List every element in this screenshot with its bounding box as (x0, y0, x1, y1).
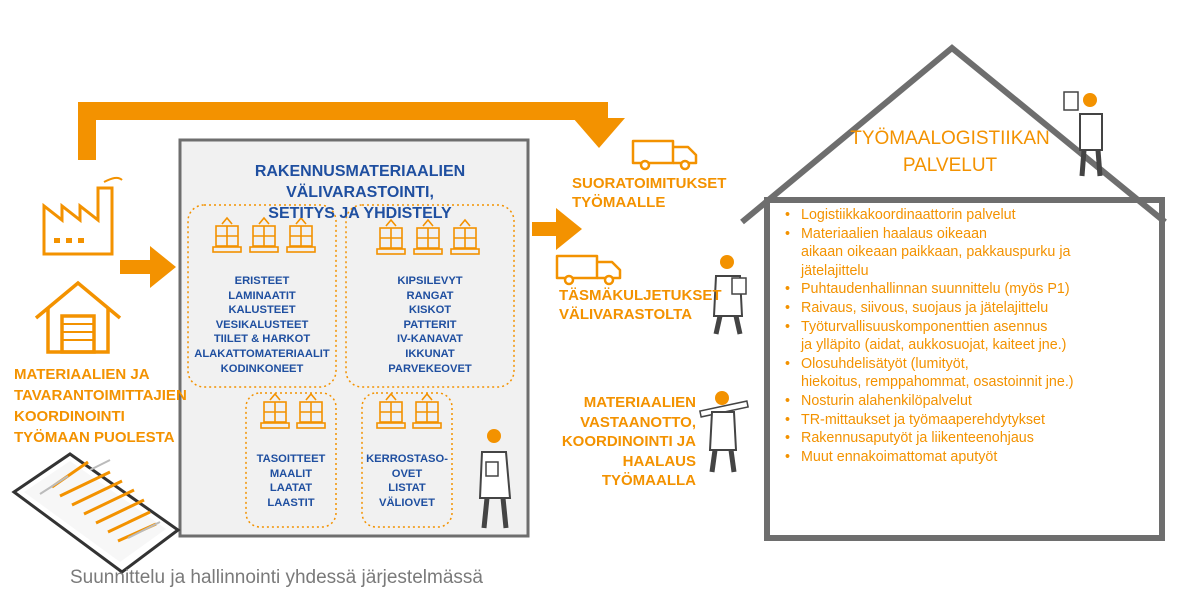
supplier-coordination-label: MATERIAALIEN JA TAVARANTOIMITTAJIEN KOOR… (14, 366, 187, 446)
services-list: Logistiikkakoordinaattorin palvelut Mate… (785, 206, 1155, 466)
service-item: TR-mittaukset ja työmaaperehdytykset (785, 411, 1155, 430)
pallet-icon (413, 218, 443, 255)
storage-title: RAKENNUSMATERIAALIEN VÄLIVARASTOINTI, SE… (254, 163, 466, 222)
pallet-icon (376, 392, 406, 429)
tablet-icon (11, 452, 181, 574)
direct-delivery-arrow (78, 102, 625, 160)
pallet-icon (212, 216, 242, 253)
service-item: Materiaalien haalaus oikeaan aikaan oike… (785, 225, 1155, 281)
group-box-3 (245, 392, 337, 528)
worker-icon (478, 429, 512, 529)
service-item: Puhtaudenhallinnan suunnittelu (myös P1) (785, 280, 1155, 299)
pallet-icon (376, 218, 406, 255)
footer-caption: Suunnittelu ja hallinnointi yhdessä järj… (70, 567, 483, 588)
outbound-arrow (532, 208, 582, 250)
material-group-1: ERISTEET LAMINAATIT KALUSTEET VESIKALUST… (194, 275, 330, 375)
worker-icon (699, 391, 749, 473)
pallet-icon (260, 392, 290, 429)
pallet-icon (450, 218, 480, 255)
pallet-icon (286, 216, 316, 253)
inbound-arrow (120, 246, 176, 288)
service-item: Raivaus, siivous, suojaus ja jätelajitte… (785, 299, 1155, 318)
pallet-icon (212, 216, 480, 429)
material-group-3: TASOITTEET MAALIT LAATAT LAASTIT (256, 453, 326, 509)
reception-label: MATERIAALIEN VASTAANOTTO, KOORDINOINTI J… (561, 394, 696, 489)
worker-icon (1063, 91, 1103, 177)
material-group-4: KERROSTASO- OVET LISTAT VÄLIOVET (366, 453, 448, 509)
worker-icon (712, 255, 747, 335)
house-outline (740, 44, 1167, 541)
pallet-icon (249, 216, 279, 253)
group-box-1 (187, 204, 337, 388)
service-item: Muut ennakoimattomat aputyöt (785, 448, 1155, 467)
group-box-4 (361, 392, 453, 528)
truck-icon (555, 254, 622, 286)
group-box-2 (345, 204, 515, 388)
service-item: Rakennusaputyöt ja liikenteenohjaus (785, 429, 1155, 448)
service-item: Logistiikkakoordinaattorin palvelut (785, 206, 1155, 225)
truck-icon (631, 139, 698, 171)
service-item: Nosturin alahenkilöpalvelut (785, 392, 1155, 411)
service-item: Työturvallisuuskomponenttien asennus ja … (785, 318, 1155, 355)
warehouse-icon (34, 280, 122, 354)
house-title: TYÖMAALOGISTIIKAN PALVELUT (850, 128, 1050, 176)
pallet-icon (412, 392, 442, 429)
storage-panel (178, 138, 530, 538)
pallet-icon (296, 392, 326, 429)
material-group-2: KIPSILEVYT RANGAT KISKOT PATTERIT IV-KAN… (388, 275, 472, 375)
direct-delivery-label: SUORATOIMITUKSET TYÖMAALLE (572, 175, 727, 211)
precision-delivery-label: TÄSMÄKULJETUKSET VÄLIVARASTOLTA (559, 287, 722, 323)
service-item: Olosuhdelisätyöt (lumityöt, hiekoitus, r… (785, 355, 1155, 392)
factory-icon (42, 176, 123, 256)
